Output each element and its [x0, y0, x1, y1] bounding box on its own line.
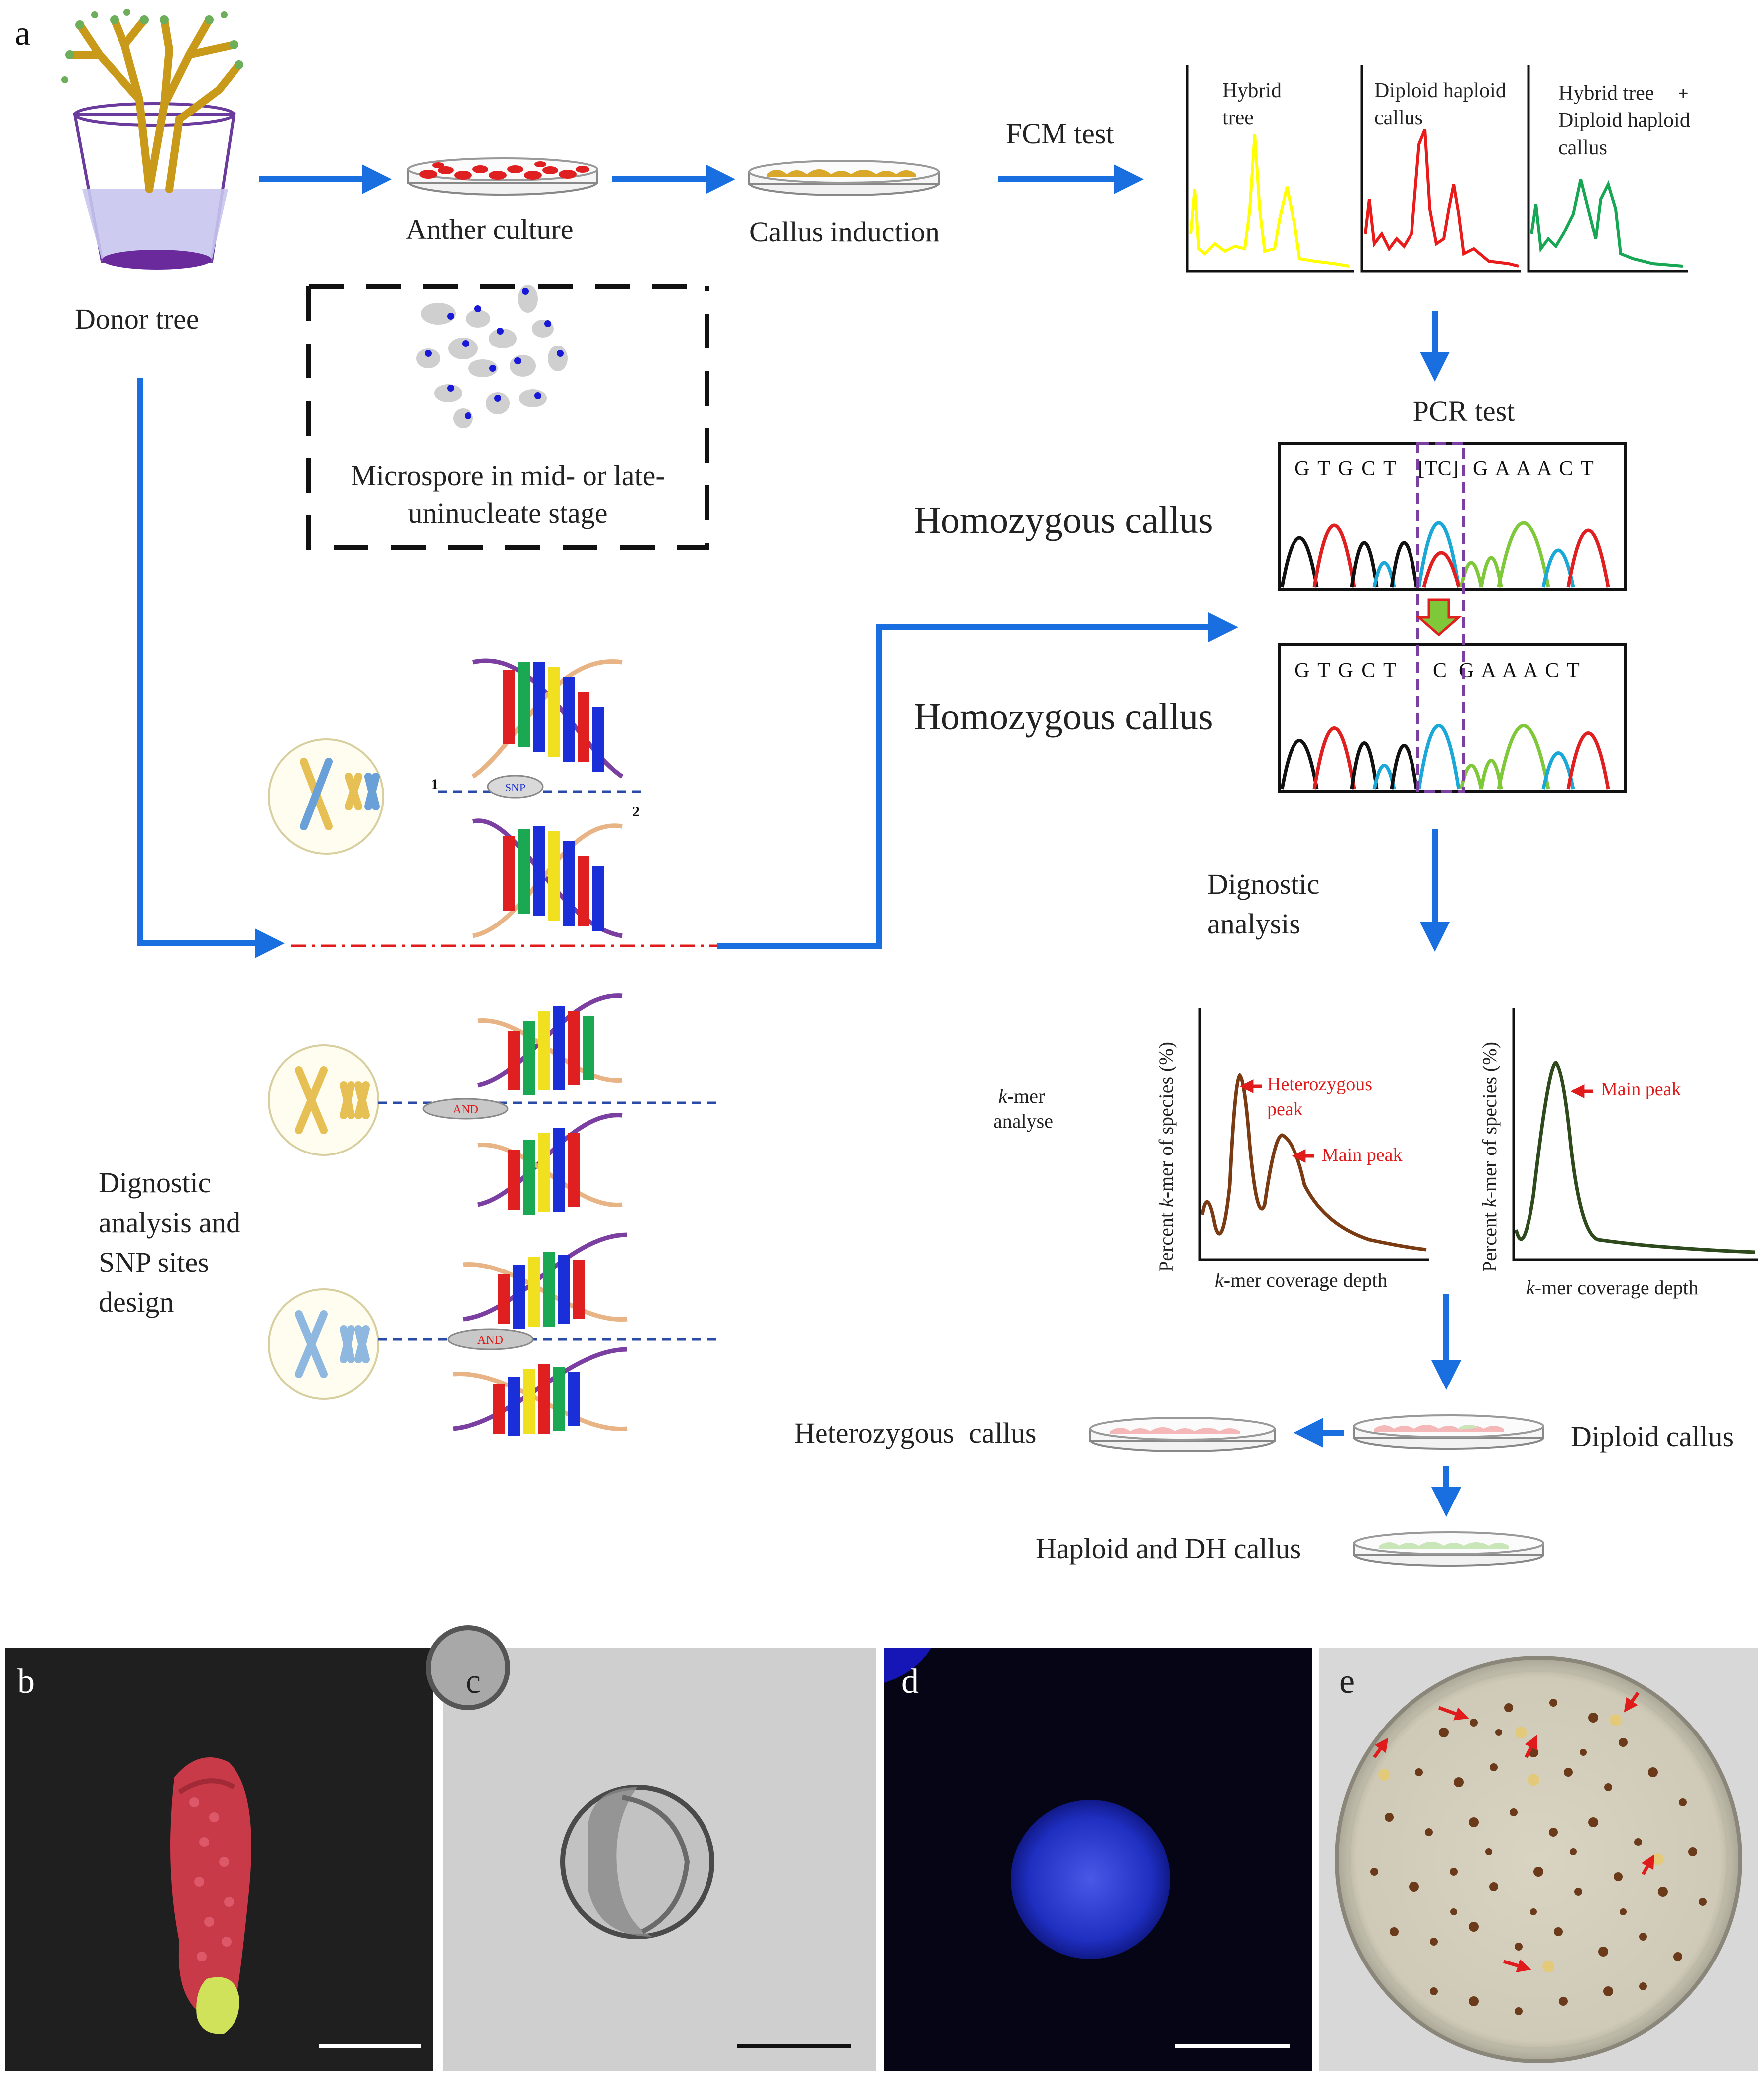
kmer-left-xlabel: k-mer coverage depth: [1215, 1269, 1387, 1291]
diploid-callus-label: Diploid callus: [1571, 1420, 1734, 1453]
photo-panel-e: e: [1319, 1648, 1758, 2071]
dignostic-label-line1: Dignostic: [1207, 868, 1320, 900]
snp-num-2: 2: [632, 804, 640, 820]
kmer-analyse-label-2: analyse: [993, 1110, 1053, 1132]
donor-tree-label: Donor tree: [75, 303, 199, 335]
photo-panel-d: d: [884, 1648, 1312, 2071]
kmer-right-xlabel: k-mer coverage depth: [1526, 1276, 1698, 1299]
kmer-left-annot-2: Main peak: [1322, 1145, 1402, 1165]
design-label-line1: Dignostic: [99, 1166, 211, 1199]
microspore-box: Microspore in mid- or late- uninucleate …: [306, 284, 709, 550]
anther-culture-dish-icon: [407, 157, 598, 196]
kmer-plot-right: Percent k-mer of species (%) k-mer cover…: [1478, 1008, 1758, 1299]
panel-label-b: b: [17, 1662, 35, 1701]
snp-design-middle-icon: AND: [268, 993, 717, 1215]
seq-top-right: G A A A C T: [1473, 458, 1595, 480]
fcm-combo-line1: Hybrid tree: [1558, 82, 1654, 105]
panel-label-c: c: [466, 1662, 481, 1701]
kmer-left-annot-1b: peak: [1267, 1099, 1303, 1120]
design-label-line3: SNP sites: [99, 1246, 209, 1278]
fcm-hybrid-line1: Hybrid: [1222, 79, 1282, 102]
kmer-right-ylabel: Percent k-mer of species (%): [1478, 1042, 1501, 1272]
chromatogram-bottom: G T G C T C G A A A C T: [1278, 643, 1627, 793]
chromatogram-top: G T G C T [TC] G A A A C T: [1278, 442, 1627, 591]
fcm-diploid-line1: Diploid haploid: [1374, 79, 1506, 102]
and-label-2: AND: [477, 1334, 503, 1347]
homozygous-callus-label-1: Homozygous callus: [914, 499, 1213, 541]
arrow-donor-down-to-snp: [137, 378, 285, 958]
panel-label-a: a: [15, 14, 30, 53]
fcm-hybrid-line2: tree: [1222, 107, 1254, 129]
haploid-dh-callus-label: Haploid and DH callus: [1036, 1532, 1301, 1565]
arrow-snp-to-pcr: [717, 612, 1238, 949]
microspore-cells-icon: [416, 285, 568, 428]
fcm-panel-diploid-haploid-callus: Diploid haploid callus: [1360, 65, 1521, 273]
pcr-test-label: PCR test: [1413, 395, 1515, 427]
diploid-callus-dish-icon: [1353, 1414, 1544, 1450]
seq-bottom-middle: C: [1433, 659, 1447, 682]
snp-num-1: 1: [431, 776, 438, 793]
anther-culture-label: Anther culture: [406, 213, 574, 245]
homozygous-callus-label-2: Homozygous callus: [914, 696, 1213, 738]
seq-top-bracket: [TC]: [1418, 458, 1459, 480]
fcm-panel-hybrid-tree: Hybrid tree: [1186, 65, 1354, 273]
callus-induction-label: Callus induction: [749, 216, 940, 248]
fcm-diploid-line2: callus: [1374, 107, 1423, 129]
design-label-line4: design: [99, 1286, 174, 1318]
kmer-left-ylabel: Percent k-mer of species (%): [1155, 1042, 1177, 1272]
kmer-plot-left: Percent k-mer of species (%) k-mer cover…: [1155, 1008, 1429, 1291]
seq-bottom-right: G A A A C T: [1459, 659, 1581, 682]
heterozygous-callus-dish-icon: [1089, 1417, 1276, 1452]
down-arrow-green-icon: [1415, 598, 1462, 637]
haploid-dh-callus-dish-icon: [1353, 1531, 1544, 1567]
panel-label-e: e: [1339, 1662, 1355, 1701]
heterozygous-callus-label: Heterozygous callus: [794, 1417, 1036, 1449]
microspore-label-line1: Microspore in mid- or late-: [351, 460, 665, 492]
seq-top-left: G T G C T: [1294, 458, 1398, 480]
catkin-image: [170, 1757, 251, 2034]
kmer-analyse-label: k-mer: [998, 1085, 1045, 1107]
fcm-combo-line3: callus: [1558, 136, 1607, 159]
snp-design-upper-icon: SNP 1 2: [268, 658, 647, 938]
photo-panel-c: c: [426, 1625, 876, 2071]
kmer-right-annot: Main peak: [1601, 1079, 1681, 1100]
callus-particles-icon: [1370, 1699, 1707, 2015]
kmer-left-annot-1a: Heterozygous: [1267, 1074, 1372, 1095]
donor-tree-icon: [61, 9, 243, 270]
microspore-label-line2: uninucleate stage: [408, 497, 608, 529]
seq-bottom-left: G T G C T: [1294, 659, 1398, 682]
snp-label: SNP: [505, 781, 525, 794]
panel-label-d: d: [901, 1662, 919, 1701]
dignostic-label-line2: analysis: [1207, 908, 1300, 940]
fcm-combo-line2: Diploid haploid: [1558, 109, 1690, 132]
photo-panel-b: b: [5, 1648, 433, 2071]
snp-design-lower-icon: AND: [268, 1232, 717, 1436]
design-label-line2: analysis and: [99, 1206, 240, 1239]
fcm-test-label: FCM test: [1006, 117, 1114, 150]
and-label-1: AND: [453, 1103, 478, 1116]
fcm-combo-plus: +: [1678, 83, 1689, 104]
fcm-panel-hybrid-plus-callus: Hybrid tree + Diploid haploid callus: [1527, 65, 1690, 273]
callus-induction-dish-icon: [748, 160, 940, 196]
